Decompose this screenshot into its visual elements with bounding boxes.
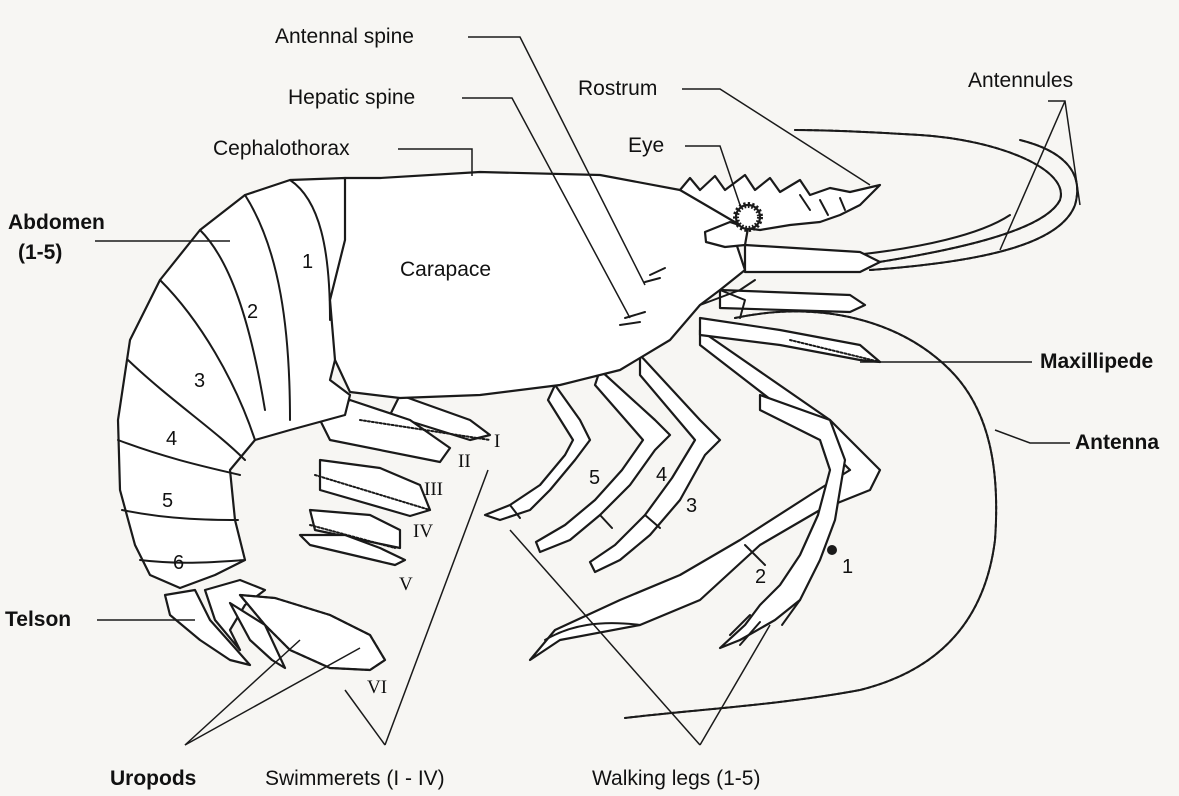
label-uropods: Uropods (110, 767, 196, 790)
label-cephalothorax: Cephalothorax (213, 137, 350, 160)
segment-number: 6 (173, 552, 184, 574)
swimmeret-numeral: VI (367, 677, 387, 698)
label-walking-legs: Walking legs (1-5) (592, 767, 760, 790)
segment-number: 2 (247, 301, 258, 323)
label-maxillipede: Maxillipede (1040, 350, 1153, 373)
segment-number: 1 (302, 251, 313, 273)
label-swimmerets: Swimmerets (I - IV) (265, 767, 445, 790)
walking-leg-number: 5 (589, 467, 600, 489)
label-eye: Eye (628, 134, 664, 157)
swimmeret-numeral: V (399, 574, 413, 595)
walking-leg-number: 4 (656, 464, 667, 486)
segment-number: 3 (194, 370, 205, 392)
swimmeret-numeral: III (424, 479, 443, 500)
walking-leg-number: 1 (842, 556, 853, 578)
swimmeret-numeral: I (494, 431, 500, 452)
tail-fan (165, 580, 385, 670)
label-abdomen: Abdomen (8, 211, 105, 234)
segment-number: 5 (162, 490, 173, 512)
segment-number: 4 (166, 428, 177, 450)
label-antennules: Antennules (968, 69, 1073, 92)
walking-leg-number: 2 (755, 566, 766, 588)
label-carapace: Carapace (400, 258, 491, 281)
label-abdomen-range: (1-5) (18, 241, 62, 264)
swimmeret-numeral: II (458, 451, 471, 472)
label-rostrum: Rostrum (578, 77, 657, 100)
label-antennal-spine: Antennal spine (275, 25, 414, 48)
walking-leg-number: 3 (686, 495, 697, 517)
label-antenna: Antenna (1075, 431, 1159, 454)
swimmeret-numeral: IV (413, 521, 433, 542)
label-telson: Telson (5, 608, 71, 631)
label-hepatic-spine: Hepatic spine (288, 86, 415, 109)
